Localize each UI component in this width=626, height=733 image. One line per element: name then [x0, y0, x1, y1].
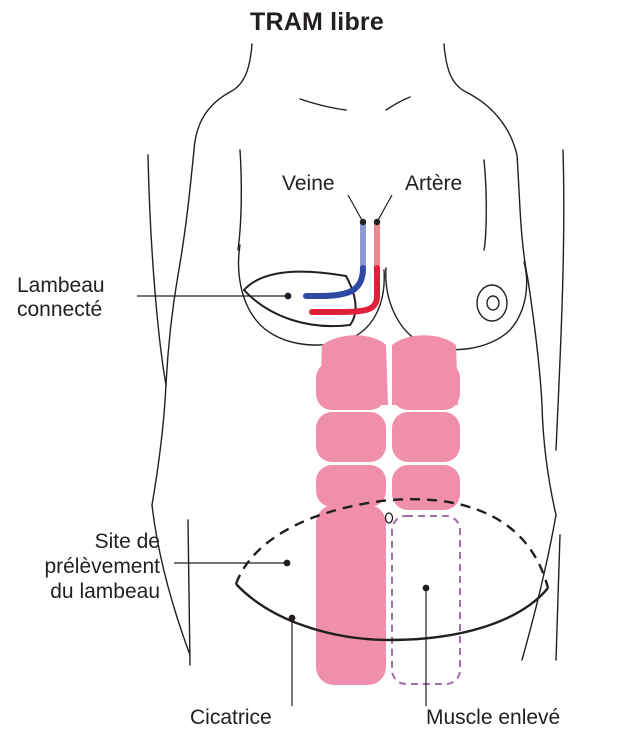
diagram-title: TRAM libre: [4, 8, 626, 37]
navel: [386, 513, 393, 523]
label-site-line3: du lambeau: [0, 580, 160, 604]
label-muscle-enleve: Muscle enlevé: [426, 706, 560, 730]
rectus-muscle: [316, 335, 460, 685]
label-artere: Artère: [405, 172, 462, 196]
label-cicatrice: Cicatrice: [190, 706, 272, 730]
label-site-line1: Site de: [0, 530, 160, 554]
label-lambeau-line1: Lambeau: [17, 274, 105, 298]
label-lambeau-line2: connecté: [17, 298, 102, 322]
connected-flap: [244, 272, 356, 326]
label-veine: Veine: [282, 172, 335, 196]
label-site-line2: prélèvement: [0, 555, 160, 579]
